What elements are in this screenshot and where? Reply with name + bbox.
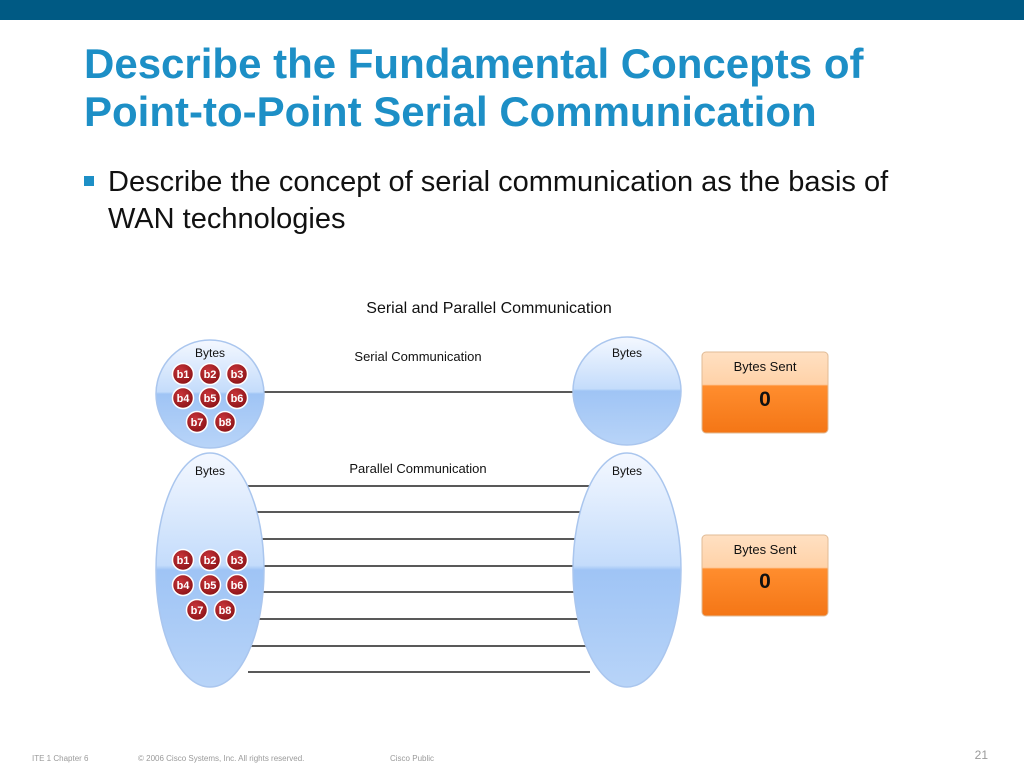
serial-label: Serial Communication (354, 349, 481, 364)
parallel-byte-b8-label: b8 (219, 605, 232, 617)
header-bar (0, 0, 1024, 20)
parallel-byte-b8 (213, 598, 237, 622)
parallel-byte-b6 (225, 573, 249, 597)
serial-byte-b6 (225, 386, 249, 410)
serial-byte-b1 (171, 362, 195, 386)
slide-title-line-2: Point-to-Point Serial Communication (84, 88, 817, 135)
parallel-byte-group: b1 b2 b3 b4 b5 b6 b7 b8 (171, 548, 249, 622)
parallel-destination-node (572, 452, 682, 688)
serial-byte-b5-label: b5 (204, 393, 217, 405)
bullet-text: Describe the concept of serial communica… (108, 166, 889, 235)
bullet-item: Describe the concept of serial communica… (84, 164, 944, 238)
parallel-byte-b7 (185, 598, 209, 622)
parallel-byte-b2-label: b2 (204, 555, 217, 567)
serial-byte-b5 (198, 386, 222, 410)
serial-byte-b3 (225, 362, 249, 386)
parallel-byte-b1-label: b1 (177, 555, 190, 567)
parallel-byte-b6-label: b6 (231, 580, 244, 592)
parallel-label: Parallel Communication (349, 461, 486, 476)
footer-classification: Cisco Public (390, 754, 435, 763)
serial-byte-b6-label: b6 (231, 393, 244, 405)
footer-copyright: © 2006 Cisco Systems, Inc. All rights re… (138, 754, 305, 763)
parallel-counter-value: 0 (759, 570, 771, 593)
parallel-byte-b5-label: b5 (204, 580, 217, 592)
parallel-byte-b5 (198, 573, 222, 597)
serial-counter-value: 0 (759, 388, 771, 411)
serial-byte-b2 (198, 362, 222, 386)
parallel-counter-label: Bytes Sent (734, 542, 797, 557)
diagram-title: Serial and Parallel Communication (366, 300, 611, 317)
serial-byte-b8 (213, 410, 237, 434)
parallel-destination-label: Bytes (612, 464, 642, 478)
parallel-byte-b4-label: b4 (177, 580, 191, 592)
page-number: 21 (974, 748, 988, 762)
parallel-byte-b3-label: b3 (231, 555, 244, 567)
serial-byte-b7-label: b7 (191, 417, 204, 429)
parallel-byte-b2 (198, 548, 222, 572)
slide-title-line-1: Describe the Fundamental Concepts of (84, 40, 864, 87)
slide-title: Describe the Fundamental Concepts of Poi… (84, 40, 984, 136)
serial-byte-b4 (171, 386, 195, 410)
serial-destination-node (572, 336, 682, 446)
serial-destination-label: Bytes (612, 346, 642, 360)
parallel-byte-b1 (171, 548, 195, 572)
serial-byte-b3-label: b3 (231, 369, 244, 381)
parallel-bytes-sent-counter: Bytes Sent 0 (701, 534, 829, 617)
serial-bytes-sent-counter: Bytes Sent 0 (701, 351, 829, 434)
parallel-wires (248, 485, 590, 673)
serial-byte-group: b1 b2 b3 b4 b5 b6 b7 b8 (171, 362, 249, 434)
serial-byte-b1-label: b1 (177, 369, 190, 381)
parallel-byte-b7-label: b7 (191, 605, 204, 617)
footer-chapter: ITE 1 Chapter 6 (32, 754, 89, 763)
parallel-source-label: Bytes (195, 464, 225, 478)
serial-byte-b7 (185, 410, 209, 434)
serial-counter-label: Bytes Sent (734, 359, 797, 374)
square-bullet-icon (84, 176, 94, 186)
parallel-byte-b4 (171, 573, 195, 597)
serial-byte-b8-label: b8 (219, 417, 232, 429)
serial-byte-b2-label: b2 (204, 369, 217, 381)
serial-source-label: Bytes (195, 346, 225, 360)
parallel-byte-b3 (225, 548, 249, 572)
serial-byte-b4-label: b4 (177, 393, 191, 405)
